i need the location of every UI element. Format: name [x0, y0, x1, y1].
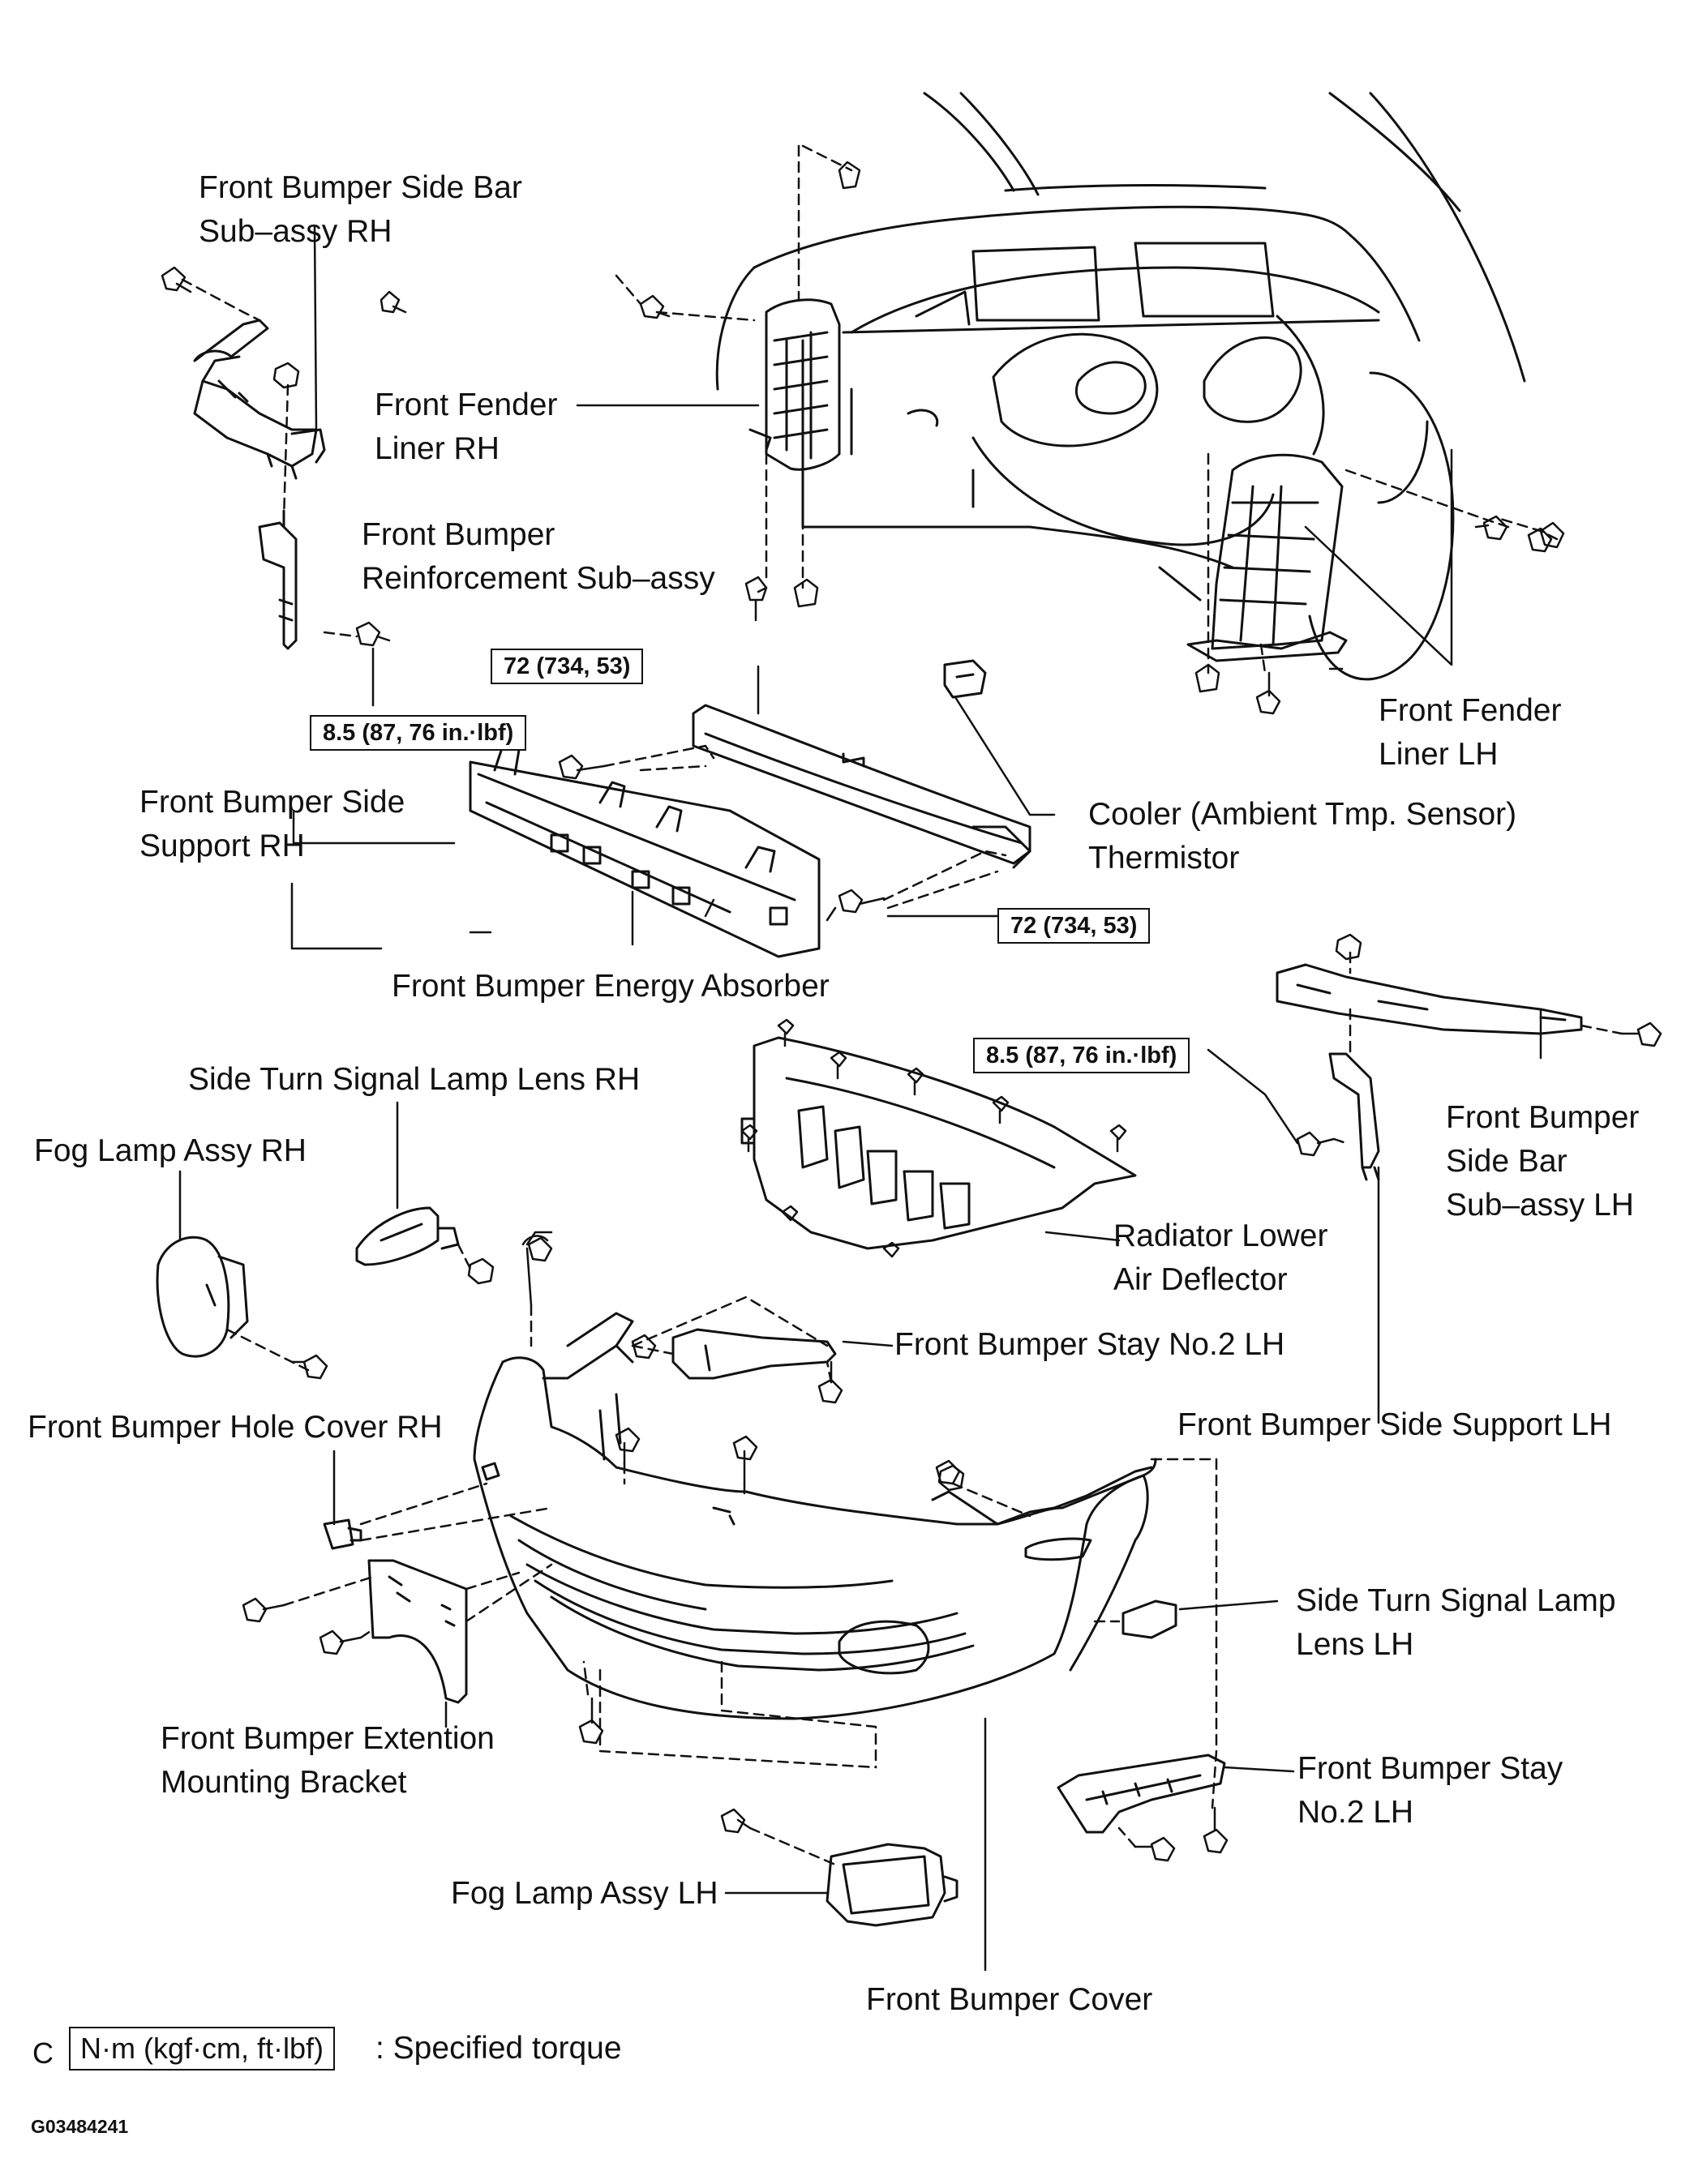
- bumper-reinforcement: [692, 704, 1031, 869]
- side-bar-lh: [1276, 963, 1583, 1035]
- assembly-lines: [181, 144, 1623, 1866]
- label-thermistor: Cooler (Ambient Tmp. Sensor) Thermistor: [1088, 797, 1517, 876]
- extention-mounting-bracket: [367, 1559, 468, 1704]
- vehicle-body: [715, 92, 1526, 681]
- label-hole-cover-rh: Front Bumper Hole Cover RH: [28, 1410, 443, 1445]
- label-extention-bracket: Front Bumper Extention Mounting Bracket: [161, 1721, 495, 1800]
- label-stay-no2-upper: Front Bumper Stay No.2 LH: [894, 1327, 1285, 1362]
- torque-legend-box: N·m (kgf·cm, ft·lbf): [69, 2027, 335, 2071]
- thermistor: [943, 659, 987, 699]
- side-bar-rh: [193, 319, 326, 480]
- torque-reinforcement-lower: 72 (734, 53): [997, 908, 1151, 944]
- label-side-support-lh: Front Bumper Side Support LH: [1177, 1407, 1612, 1442]
- label-reinforcement: Front Bumper Reinforcement Sub–assy: [362, 517, 715, 596]
- label-side-support-rh: Front Bumper Side Support RH: [139, 785, 405, 863]
- fender-liner-rh: [748, 298, 841, 471]
- torque-reinforcement-upper: 72 (734, 53): [491, 649, 644, 684]
- label-fender-liner-lh: Front Fender Liner LH: [1379, 693, 1562, 772]
- fog-lamp-rh: [156, 1235, 249, 1358]
- torque-side-support-rh: 8.5 (87, 76 in.·lbf): [310, 715, 527, 751]
- side-turn-lens-lh: [1121, 1599, 1177, 1639]
- label-stay-no2-lower: Front Bumper Stay No.2 LH: [1297, 1751, 1563, 1830]
- torque-legend-text: : Specified torque: [375, 2031, 622, 2066]
- torque-side-support-lh: 8.5 (87, 76 in.·lbf): [973, 1038, 1190, 1073]
- fender-liner-lh: [1186, 453, 1348, 662]
- label-side-bar-rh: Front Bumper Side Bar Sub–assy RH: [199, 170, 522, 249]
- fasteners: [161, 161, 1662, 1862]
- leader-lines: [178, 225, 1542, 1972]
- bumper-energy-absorber: [469, 744, 821, 958]
- label-fender-liner-rh: Front Fender Liner RH: [375, 388, 558, 466]
- label-radiator-deflector: Radiator Lower Air Deflector: [1113, 1218, 1328, 1297]
- figure-section-letter: C: [32, 2036, 54, 2070]
- figure-code: G03484241: [31, 2116, 129, 2137]
- side-support-lh: [1328, 1052, 1380, 1181]
- bumper-stay-no2-lower: [1057, 1754, 1226, 1834]
- label-side-turn-rh: Side Turn Signal Lamp Lens RH: [188, 1062, 641, 1097]
- label-side-bar-lh: Front Bumper Side Bar Sub–assy LH: [1446, 1100, 1640, 1223]
- label-energy-absorber: Front Bumper Energy Absorber: [392, 969, 830, 1004]
- label-side-turn-lh: Side Turn Signal Lamp Lens LH: [1296, 1583, 1616, 1662]
- bumper-cover: [473, 1312, 1157, 1720]
- bumper-hole-cover-rh: [323, 1518, 362, 1550]
- side-turn-lens-rh: [355, 1206, 460, 1266]
- label-bumper-cover: Front Bumper Cover: [866, 1982, 1153, 2017]
- side-support-rh: [258, 509, 298, 650]
- label-fog-lamp-lh: Fog Lamp Assy LH: [451, 1876, 718, 1911]
- radiator-lower-air-deflector: [740, 1036, 1137, 1250]
- label-fog-lamp-rh: Fog Lamp Assy RH: [34, 1133, 307, 1168]
- fog-lamp-lh: [826, 1843, 959, 1927]
